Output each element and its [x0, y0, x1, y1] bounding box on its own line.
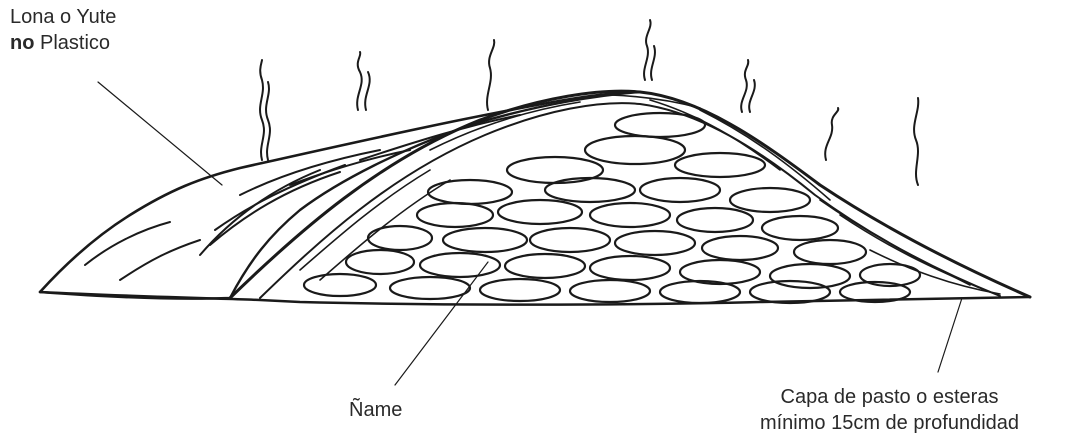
yam-leader-line — [395, 262, 488, 385]
layer-leader-line — [938, 298, 962, 372]
grass-layer-label: Capa de pasto o esteras mínimo 15cm de p… — [712, 384, 1067, 436]
grass-layer-label-line1: Capa de pasto o esteras — [712, 384, 1067, 410]
grass-layer-inner — [260, 103, 1000, 298]
cover-leader-line — [98, 82, 222, 185]
cover-label-line1: Lona o Yute — [10, 4, 116, 30]
cover-folds — [85, 115, 520, 280]
cover-label-line2: no Plastico — [10, 30, 116, 56]
cover-label: Lona o Yute no Plastico — [10, 4, 116, 56]
yam-label: Ñame — [349, 397, 402, 423]
grass-layer-label-line2: mínimo 15cm de profundidad — [712, 410, 1067, 436]
cover-label-emphasis: no — [10, 32, 34, 54]
cover-label-rest: Plastico — [34, 32, 110, 54]
